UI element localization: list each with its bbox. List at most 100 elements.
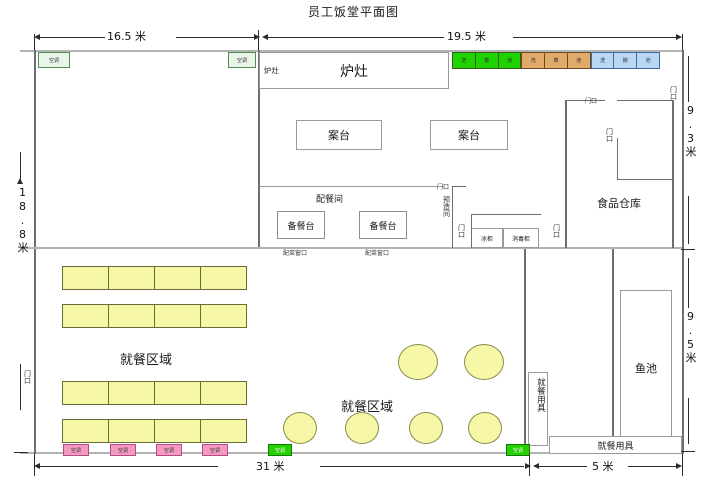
sink-bank: 洗 菜 池 洗 菜 池 洗 碗 池 xyxy=(452,52,661,69)
wall-prep-room xyxy=(452,186,453,248)
table-cell[interactable] xyxy=(109,420,155,442)
table-cell[interactable] xyxy=(109,382,155,404)
wall-warehouse-inner-v xyxy=(617,138,618,180)
dim-top-right: 19.5 米 xyxy=(447,30,486,43)
sink-cell[interactable]: 池 xyxy=(566,52,591,69)
door-label-center-right: 门口 xyxy=(552,224,561,238)
sink-cell[interactable]: 池 xyxy=(636,52,661,69)
round-table[interactable] xyxy=(283,412,317,444)
dining-area-right-label: 就餐区域 xyxy=(341,400,394,415)
sink-cell[interactable]: 菜 xyxy=(474,52,498,69)
sink-label: 碗 xyxy=(622,58,628,64)
table-cell[interactable] xyxy=(155,420,201,442)
page-title: 员工饭堂平面图 xyxy=(307,5,399,19)
wall-kitchen-left-upper xyxy=(258,50,260,248)
ac-label: 空调 xyxy=(274,447,285,454)
stove-label-large: 炉灶 xyxy=(340,63,368,80)
door-label-warehouse-inner: 门口 xyxy=(605,128,614,142)
door-label-serving-top: 门口 xyxy=(437,184,450,191)
utensils-column: 就餐用具 xyxy=(528,372,548,446)
dim-rule-4b xyxy=(628,466,676,467)
ac-unit-top-mid[interactable]: 空调 xyxy=(228,52,256,68)
round-table[interactable] xyxy=(345,412,379,444)
table-cell[interactable] xyxy=(155,267,201,289)
dim-rule-1b xyxy=(176,37,254,38)
wall-warehouse-left xyxy=(565,100,567,248)
table-cell[interactable] xyxy=(155,305,201,327)
dim-rule-left-a xyxy=(20,152,21,182)
dim-left: 18.8米 xyxy=(15,186,29,254)
dim-tick-c xyxy=(682,34,683,50)
sink-cell[interactable]: 池 xyxy=(497,52,522,69)
dim-bottom-left: 31 米 xyxy=(256,460,285,473)
sterilizer-label: 消毒柜 xyxy=(511,235,530,243)
ac-unit-bottom[interactable]: 空调 xyxy=(110,444,136,456)
table-row[interactable] xyxy=(62,304,247,328)
dim-tick-bottom-a xyxy=(34,454,35,476)
ac-unit-top-left[interactable]: 空调 xyxy=(38,52,70,68)
table-cell[interactable] xyxy=(63,305,109,327)
dim-arrow-left-4 xyxy=(533,463,539,469)
wall-fridge-left xyxy=(471,214,472,248)
dim-right-lower: 9.5米 xyxy=(683,310,697,364)
sink-label: 洗 xyxy=(530,58,536,64)
ac-label: 空调 xyxy=(117,447,128,454)
table-cell[interactable] xyxy=(155,382,201,404)
dim-rule-right-a xyxy=(688,56,689,102)
table-row[interactable] xyxy=(62,266,247,290)
table-cell[interactable] xyxy=(109,267,155,289)
sink-label: 菜 xyxy=(553,58,559,64)
round-table[interactable] xyxy=(468,412,502,444)
table-cell[interactable] xyxy=(201,420,246,442)
food-warehouse: 食品仓库 xyxy=(565,195,673,211)
dim-tick-b xyxy=(258,30,259,52)
round-table[interactable] xyxy=(409,412,443,444)
sink-cell[interactable]: 洗 xyxy=(590,52,614,69)
sink-cell[interactable]: 洗 xyxy=(521,52,545,69)
utensils-vertical-label: 就餐用具 xyxy=(535,378,546,412)
round-table[interactable] xyxy=(398,344,438,380)
table-cell[interactable] xyxy=(63,382,109,404)
table-cell[interactable] xyxy=(63,267,109,289)
wall-bottom xyxy=(20,452,682,454)
wall-dining-right xyxy=(524,248,526,454)
dim-right-upper: 9.3米 xyxy=(683,104,697,158)
ac-unit-bottom[interactable]: 空调 xyxy=(202,444,228,456)
ac-unit-bottom-green[interactable]: 空调 xyxy=(268,444,292,456)
sink-label: 池 xyxy=(645,58,651,64)
utensils-room-label: 就餐用具 xyxy=(597,441,634,452)
dim-tick-bottom-b xyxy=(529,454,530,476)
serving-room-label: 配餐间 xyxy=(316,195,344,205)
wall-warehouse-inner-h xyxy=(617,179,673,180)
round-table[interactable] xyxy=(464,344,504,380)
dim-arrow-right-3 xyxy=(525,463,531,469)
ac-unit-bottom[interactable]: 空调 xyxy=(156,444,182,456)
ac-unit-bottom[interactable]: 空调 xyxy=(63,444,89,456)
table-cell[interactable] xyxy=(201,305,246,327)
table-row[interactable] xyxy=(62,381,247,405)
table-row[interactable] xyxy=(62,419,247,443)
wall-utensils-right xyxy=(612,248,614,454)
door-label-left-entry: 门口 xyxy=(23,370,32,384)
table-cell[interactable] xyxy=(109,305,155,327)
serving-counter-2-label: 备餐台 xyxy=(369,221,397,232)
table-cell[interactable] xyxy=(201,382,246,404)
wall-mid-horizontal-right xyxy=(565,247,682,249)
sink-cell[interactable]: 洗 xyxy=(452,52,475,69)
ac-unit-bottom-green[interactable]: 空调 xyxy=(506,444,530,456)
sink-cell[interactable]: 菜 xyxy=(544,52,567,69)
prep-room-label: 预造间 xyxy=(442,196,451,217)
table-cell[interactable] xyxy=(63,420,109,442)
dim-rule-right-b xyxy=(688,196,689,244)
table-cell[interactable] xyxy=(201,267,246,289)
sink-label: 洗 xyxy=(600,58,606,64)
serving-counter-2: 备餐台 xyxy=(359,211,407,239)
serving-counter-1-label: 备餐台 xyxy=(287,221,315,232)
fish-pond-label: 鱼池 xyxy=(635,362,657,375)
sink-label: 池 xyxy=(506,58,512,64)
fridge-unit: 冰柜 xyxy=(471,228,503,248)
door-label-warehouse-top: 门口 xyxy=(585,98,598,105)
sink-cell[interactable]: 碗 xyxy=(613,52,637,69)
prep-table-2-label: 案台 xyxy=(458,129,480,142)
dim-arrow-right-1 xyxy=(254,34,260,40)
